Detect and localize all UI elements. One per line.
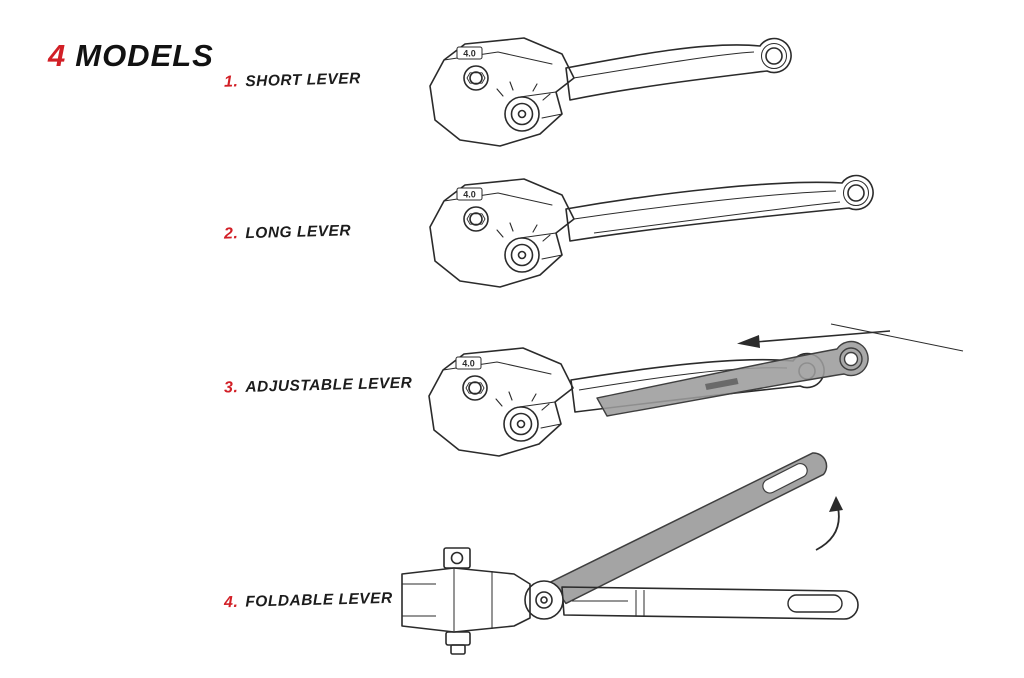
model-number: 3. [223, 379, 239, 397]
title-count: 4 [48, 38, 67, 73]
model-label-short: 1. SHORT LEVER [224, 70, 361, 92]
long-lever-illustration [429, 174, 874, 288]
long-lever-blade [565, 174, 874, 242]
pivot-knuckle [524, 580, 564, 620]
model-number: 2. [223, 225, 239, 243]
motion-guide-line [830, 323, 964, 352]
title-word: MODELS [75, 38, 214, 73]
short-lever-illustration [429, 37, 792, 147]
model-number: 4. [223, 593, 239, 612]
bottom-nut [445, 631, 471, 646]
clevis-bracket [401, 547, 531, 655]
model-label-long: 2. LONG LEVER [224, 222, 352, 243]
model-name: LONG LEVER [245, 222, 352, 243]
top-bolt [443, 547, 471, 569]
foldable-lever-illustration [401, 452, 859, 655]
model-name: SHORT LEVER [245, 70, 361, 91]
adjust-direction-arrow [737, 323, 964, 352]
model-label-foldable: 4. FOLDABLE LEVER [224, 590, 393, 612]
short-lever-blade [565, 37, 792, 101]
folded-blade [549, 452, 828, 605]
adjustable-lever-illustration [428, 323, 964, 457]
fold-direction-arrow [815, 496, 843, 551]
model-name: FOLDABLE LEVER [245, 589, 393, 611]
model-number: 1. [223, 73, 239, 91]
adjusted-blade-position [596, 340, 869, 417]
lever-body [561, 586, 859, 620]
